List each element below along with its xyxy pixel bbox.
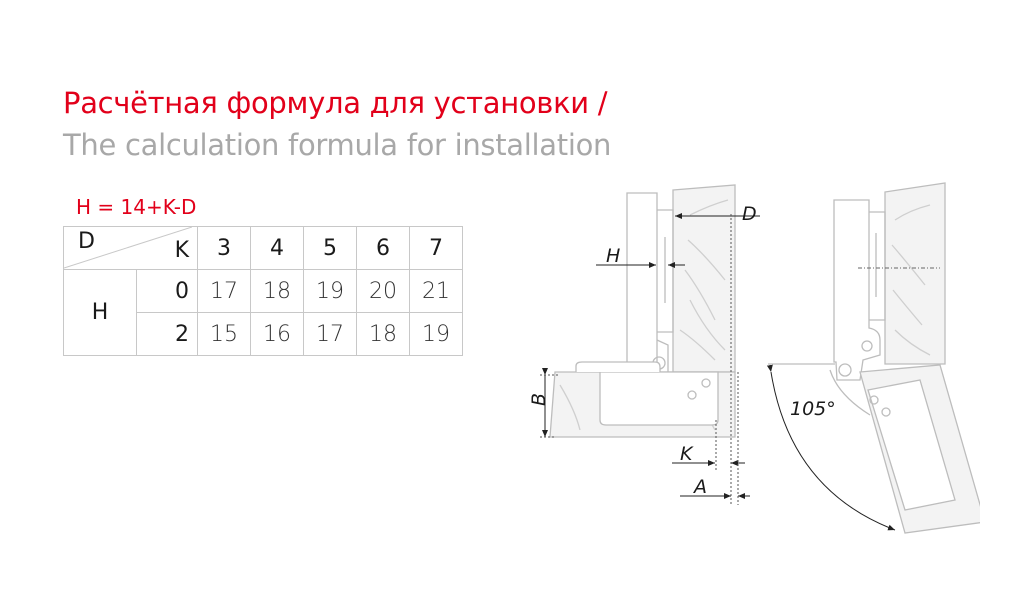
corner-label-d: D: [78, 229, 95, 254]
table-cell: 19: [409, 312, 463, 356]
k-value: 0: [136, 269, 198, 313]
hinge-diagram: D H B K A 105°: [528, 182, 980, 534]
row-header-h: H: [63, 269, 137, 356]
corner-label-k: K: [174, 238, 189, 263]
label-d: D: [742, 203, 757, 225]
table-row: 2 15 16 17 18 19: [64, 312, 463, 356]
label-h: H: [606, 245, 620, 267]
calculation-table: D K 3 4 5 6 7 H 0 17 18 19 20 21 2 15 16…: [63, 226, 463, 356]
table-cell: 18: [356, 312, 410, 356]
table-corner-cell: D K: [63, 226, 198, 270]
table-header-row: D K 3 4 5 6 7: [63, 226, 463, 270]
table-cell: 17: [197, 269, 251, 313]
k-value: 2: [136, 312, 198, 356]
label-angle: 105°: [790, 398, 836, 420]
table-cell: 19: [303, 269, 357, 313]
angle-arc: [766, 364, 896, 531]
title-english: The calculation formula for installation: [63, 128, 612, 162]
column-header: 3: [197, 226, 251, 270]
label-a: A: [692, 476, 707, 498]
reference-dotted-lines: [540, 214, 739, 505]
table-cell: 18: [250, 269, 304, 313]
table-cell: 15: [197, 312, 251, 356]
column-header: 5: [303, 226, 357, 270]
column-header: 7: [409, 226, 463, 270]
column-header: 4: [250, 226, 304, 270]
closed-hinge-drawing: [549, 184, 736, 438]
formula: H = 14+K-D: [76, 195, 197, 219]
title-russian: Расчётная формула для установки /: [63, 86, 608, 120]
table-cell: 17: [303, 312, 357, 356]
table-row: H 0 17 18 19 20 21: [63, 269, 463, 356]
open-hinge-drawing: [829, 182, 980, 534]
table-cell: 16: [250, 312, 304, 356]
diagonal-divider: [64, 227, 192, 269]
dimension-lines: [542, 213, 760, 499]
column-header: 6: [356, 226, 410, 270]
table-cell: 20: [356, 269, 410, 313]
label-k: K: [680, 443, 694, 465]
table-cell: 21: [409, 269, 463, 313]
label-b: B: [528, 393, 550, 406]
